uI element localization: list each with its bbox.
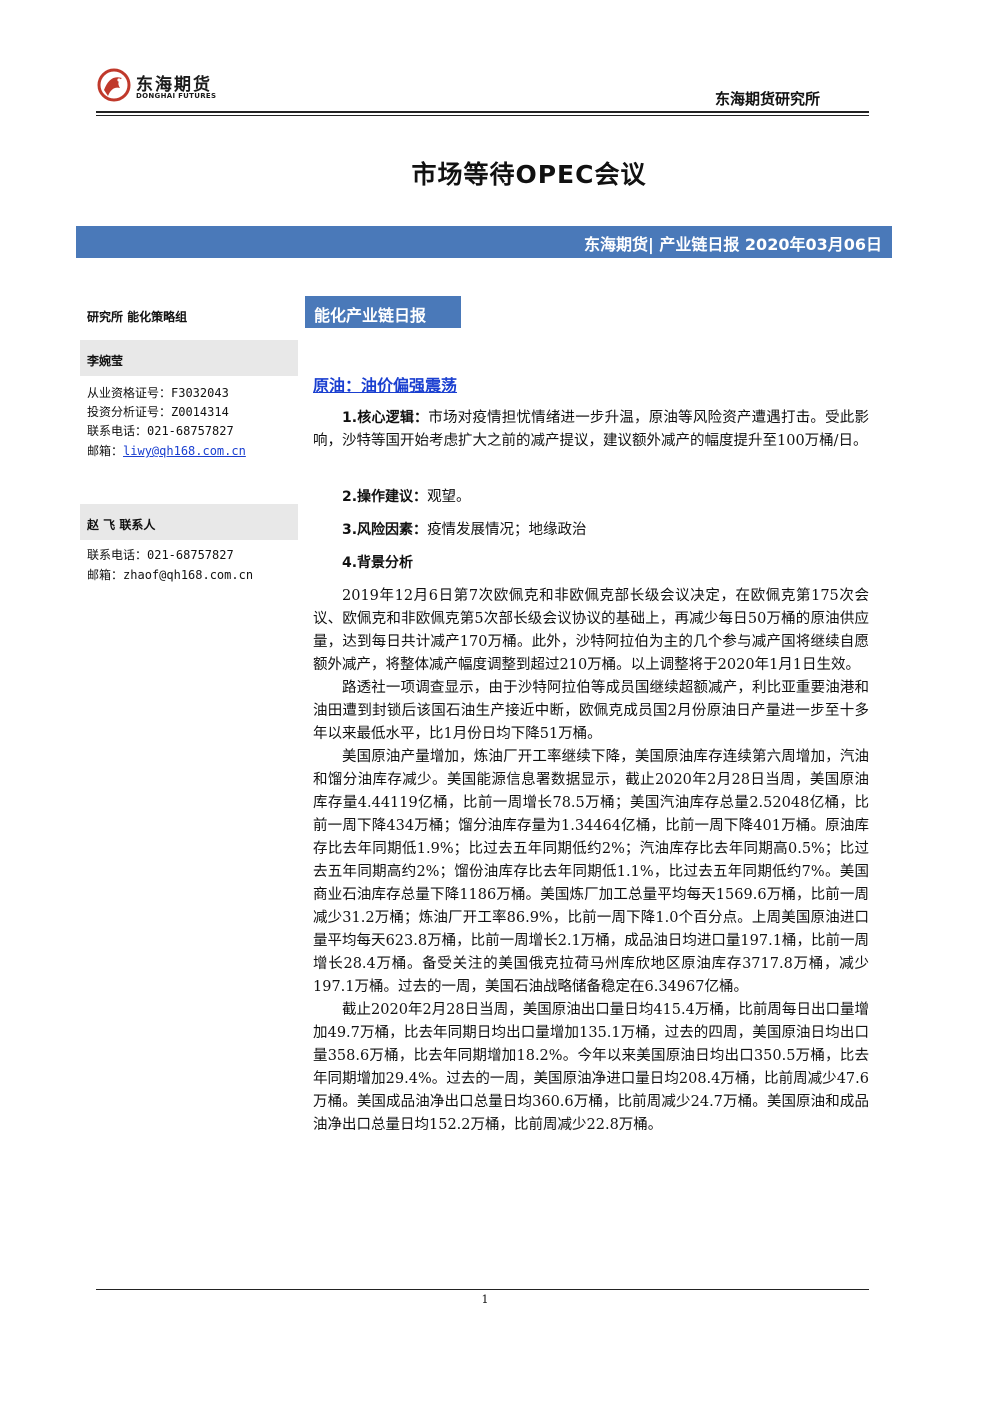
- suggestion-label: 2.操作建议：: [342, 489, 428, 505]
- analyst-email-line: 邮箱：liwy@qh168.com.cn: [87, 442, 246, 459]
- risk-paragraph: 3.风险因素：疫情发展情况；地缘政治: [313, 519, 869, 542]
- background-heading: 4.背景分析: [313, 552, 869, 575]
- background-paragraph-3: 美国原油产量增加，炼油厂开工率继续下降，美国原油库存连续第六周增加，汽油和馏分油…: [313, 749, 869, 995]
- background-paragraph-2: 路透社一项调查显示，由于沙特阿拉伯等成员国继续超额减产，利比亚重要油港和油田遭到…: [313, 680, 869, 742]
- analyst-name-box: 李婉莹: [80, 340, 298, 376]
- background-body: 2019年12月6日第7次欧佩克和非欧佩克部长级会议决定，在欧佩克第175次会议…: [313, 585, 869, 1137]
- header-org: 东海期货研究所: [714, 90, 820, 108]
- email-label: 邮箱：: [87, 568, 124, 582]
- footer-rule: [96, 1289, 869, 1290]
- sidebar-department: 研究所 能化策略组: [87, 310, 188, 324]
- background-label: 4.背景分析: [342, 555, 414, 571]
- report-banner: 东海期货| 产业链日报 2020年03月06日: [76, 226, 892, 258]
- contact-name: 赵 飞 联系人: [87, 518, 156, 532]
- analyst-phone: 联系电话：021-68757827: [87, 424, 234, 438]
- email-label: 邮箱：: [87, 444, 124, 458]
- dragon-logo-icon: [97, 68, 131, 102]
- banner-text: 东海期货| 产业链日报 2020年03月06日: [583, 235, 882, 254]
- core-logic-paragraph: 1.核心逻辑：市场对疫情担忧情绪进一步升温，原油等风险资产遭遇打击。受此影响，沙…: [313, 407, 869, 453]
- report-category-label: 能化产业链日报: [314, 306, 427, 325]
- analyst-name: 李婉莹: [87, 354, 124, 368]
- analyst-qualification: 从业资格证号：F3032043: [87, 386, 229, 400]
- page-number: 1: [481, 1293, 489, 1306]
- contact-email-line: 邮箱：zhaof@qh168.com.cn: [87, 566, 253, 583]
- background-paragraph-4: 截止2020年2月28日当周，美国原油出口量日均415.4万桶，比前周每日出口量…: [313, 1002, 869, 1133]
- core-logic-text: 市场对疫情担忧情绪进一步升温，原油等风险资产遭遇打击。受此影响，沙特等国开始考虑…: [313, 410, 869, 449]
- risk-text: 疫情发展情况；地缘政治: [427, 522, 587, 538]
- analyst-email-link[interactable]: liwy@qh168.com.cn: [123, 444, 246, 458]
- logo-english-text: DONGHAI FUTURES: [136, 92, 217, 100]
- report-category-tab: 能化产业链日报: [305, 296, 461, 328]
- logo-chinese-text: 东海期货: [136, 75, 212, 95]
- contact-name-box: 赵 飞 联系人: [80, 504, 298, 540]
- page-title: 市场等待OPEC会议: [411, 160, 647, 189]
- header-rule: [96, 111, 869, 113]
- suggestion-text: 观望。: [427, 489, 471, 505]
- header-rule-thin: [96, 115, 869, 116]
- company-logo: 东海期货 DONGHAI FUTURES: [96, 66, 226, 106]
- contact-email: zhaof@qh168.com.cn: [123, 568, 254, 582]
- risk-label: 3.风险因素：: [342, 522, 428, 538]
- analyst-investment-cert: 投资分析证号：Z0014314: [87, 405, 229, 419]
- background-paragraph-1: 2019年12月6日第7次欧佩克和非欧佩克部长级会议决定，在欧佩克第175次会议…: [313, 588, 869, 673]
- section-heading: 原油：油价偏强震荡: [313, 376, 458, 395]
- contact-phone: 联系电话：021-68757827: [87, 548, 234, 562]
- suggestion-paragraph: 2.操作建议：观望。: [313, 486, 869, 509]
- core-logic-label: 1.核心逻辑：: [342, 410, 429, 426]
